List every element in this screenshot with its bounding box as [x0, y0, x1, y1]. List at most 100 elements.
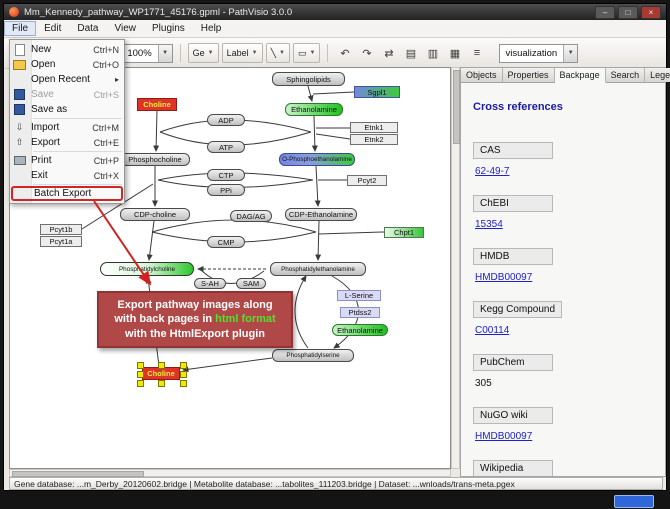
menu-edit[interactable]: Edit: [44, 23, 62, 34]
pathway-edge[interactable]: [318, 231, 385, 235]
node-cdp-choline[interactable]: CDP-choline: [120, 208, 190, 221]
node-pcyt2[interactable]: Pcyt2: [347, 175, 387, 186]
node-ethanolamine-right[interactable]: Ethanolamine: [332, 324, 388, 336]
xref-link-hmdb[interactable]: HMDB00097: [475, 272, 533, 284]
tool-ge-button[interactable]: Ge▼: [187, 43, 219, 63]
file-menu-item-batch-export[interactable]: Batch Export: [11, 186, 123, 201]
tool-label-button[interactable]: Label▼: [221, 43, 263, 63]
node-l-serine[interactable]: L-Serine: [337, 290, 381, 301]
node-cdp-ethanolamine[interactable]: CDP-Ethanolamine: [285, 208, 357, 221]
selection-handle[interactable]: [180, 362, 187, 369]
chevron-down-icon[interactable]: ▼: [207, 50, 214, 56]
xref-link-cas[interactable]: 62-49-7: [475, 166, 510, 178]
canvas-vertical-scrollbar[interactable]: [451, 67, 460, 469]
title-bar[interactable]: Mm_Kennedy_pathway_WP1771_45176.gpml - P…: [4, 4, 666, 20]
chevron-down-icon[interactable]: ▼: [157, 44, 172, 62]
selection-handle[interactable]: [158, 380, 165, 387]
selection-handle[interactable]: [180, 370, 187, 378]
node-o-phosphoethanolamine[interactable]: O-Phosphoethanolamine: [279, 153, 355, 166]
taskbar-item[interactable]: [614, 495, 654, 508]
node-etnk2[interactable]: Etnk2: [350, 134, 398, 145]
horizontal-scroll-thumb[interactable]: [12, 471, 144, 477]
selection-handle[interactable]: [137, 362, 144, 369]
menu-plugins[interactable]: Plugins: [151, 23, 185, 34]
chevron-down-icon[interactable]: ▼: [251, 50, 258, 56]
pathway-edge[interactable]: [312, 91, 355, 95]
tab-properties[interactable]: Properties: [502, 68, 555, 83]
pathway-edge[interactable]: [294, 275, 309, 349]
maximize-button[interactable]: □: [618, 5, 638, 19]
grid-icon[interactable]: ▦: [449, 47, 461, 60]
tab-backpage[interactable]: Backpage: [554, 68, 606, 84]
swap-horizontal-icon[interactable]: ⇄: [384, 47, 394, 60]
node-ppi[interactable]: PPi: [207, 184, 245, 196]
close-button[interactable]: ×: [641, 5, 661, 19]
align-left-icon[interactable]: ▤: [405, 47, 417, 60]
node-phosphatidylcholine[interactable]: Phosphatidylcholine: [100, 262, 194, 276]
node-adp[interactable]: ADP: [207, 114, 245, 126]
pathway-edge[interactable]: [153, 110, 160, 152]
tab-legend[interactable]: Legend: [645, 68, 670, 83]
node-phosphatidylethanolamine[interactable]: Phosphatidylethanolamine: [270, 262, 366, 276]
file-menu-item-save-as[interactable]: Save as: [10, 102, 124, 117]
menu-view[interactable]: View: [114, 23, 136, 34]
tab-objects[interactable]: Objects: [461, 68, 503, 83]
selection-handle[interactable]: [137, 370, 144, 378]
node-ptdss2[interactable]: Ptdss2: [340, 307, 380, 318]
node-phosphocholine[interactable]: Phosphocholine: [120, 153, 190, 166]
node-pcyt1b[interactable]: Pcyt1b: [40, 224, 82, 235]
pathway-edge[interactable]: [201, 270, 265, 284]
chevron-down-icon[interactable]: ▼: [279, 50, 285, 56]
chevron-down-icon[interactable]: ▼: [309, 50, 316, 56]
node-pcyt1a[interactable]: Pcyt1a: [40, 236, 82, 247]
pathway-edge[interactable]: [315, 220, 322, 261]
selection-handle[interactable]: [180, 380, 187, 387]
node-sgpl1[interactable]: Sgpl1: [354, 86, 400, 98]
pathway-edge[interactable]: [314, 165, 321, 207]
file-menu-item-open-recent[interactable]: Open Recent▸: [10, 72, 124, 87]
minimize-button[interactable]: –: [595, 5, 615, 19]
pathway-edge[interactable]: [307, 85, 314, 102]
tool--button[interactable]: ╲▼: [265, 43, 290, 63]
list-icon[interactable]: ≡: [473, 47, 481, 59]
pathway-edge[interactable]: [182, 357, 273, 373]
node-etnk1[interactable]: Etnk1: [350, 122, 398, 133]
node-choline-top[interactable]: Choline: [137, 98, 177, 111]
pathway-edge[interactable]: [311, 115, 318, 152]
xref-link-kegg-compound[interactable]: C00114: [475, 325, 510, 337]
node-ethanolamine-top[interactable]: Ethanolamine: [285, 103, 343, 116]
menu-help[interactable]: Help: [200, 23, 222, 34]
undo-icon[interactable]: ↶: [340, 47, 350, 60]
node-sam[interactable]: SAM: [236, 278, 266, 289]
menu-data[interactable]: Data: [77, 23, 99, 34]
redo-icon[interactable]: ↷: [362, 47, 372, 60]
pathway-edge[interactable]: [146, 220, 155, 261]
tab-search[interactable]: Search: [605, 68, 646, 83]
tool--button[interactable]: ▭▼: [292, 43, 321, 63]
pathway-edge[interactable]: [315, 133, 351, 140]
vertical-scroll-thumb[interactable]: [453, 70, 460, 144]
align-center-icon[interactable]: ▥: [427, 47, 439, 60]
zoom-combobox[interactable]: 100% ▼: [121, 43, 173, 63]
node-sphingolipids[interactable]: Sphingolipids: [272, 72, 345, 86]
selection-handle[interactable]: [158, 362, 165, 369]
canvas-horizontal-scrollbar[interactable]: [9, 469, 451, 477]
node-chpt1[interactable]: Chpt1: [384, 227, 424, 238]
chevron-down-icon[interactable]: ▼: [563, 44, 578, 62]
node-phosphatidylserine[interactable]: Phosphatidylserine: [272, 349, 354, 362]
node-s-ah[interactable]: S-AH: [194, 278, 226, 289]
node-dag[interactable]: DAG/AG: [230, 210, 272, 222]
node-ctp[interactable]: CTP: [207, 169, 245, 181]
node-cmp[interactable]: CMP: [207, 236, 245, 248]
visualization-combobox[interactable]: visualization ▼: [499, 43, 579, 63]
selection-handle[interactable]: [137, 380, 144, 387]
menu-file[interactable]: File: [4, 21, 37, 36]
xref-link-chebi[interactable]: 15354: [475, 219, 503, 231]
